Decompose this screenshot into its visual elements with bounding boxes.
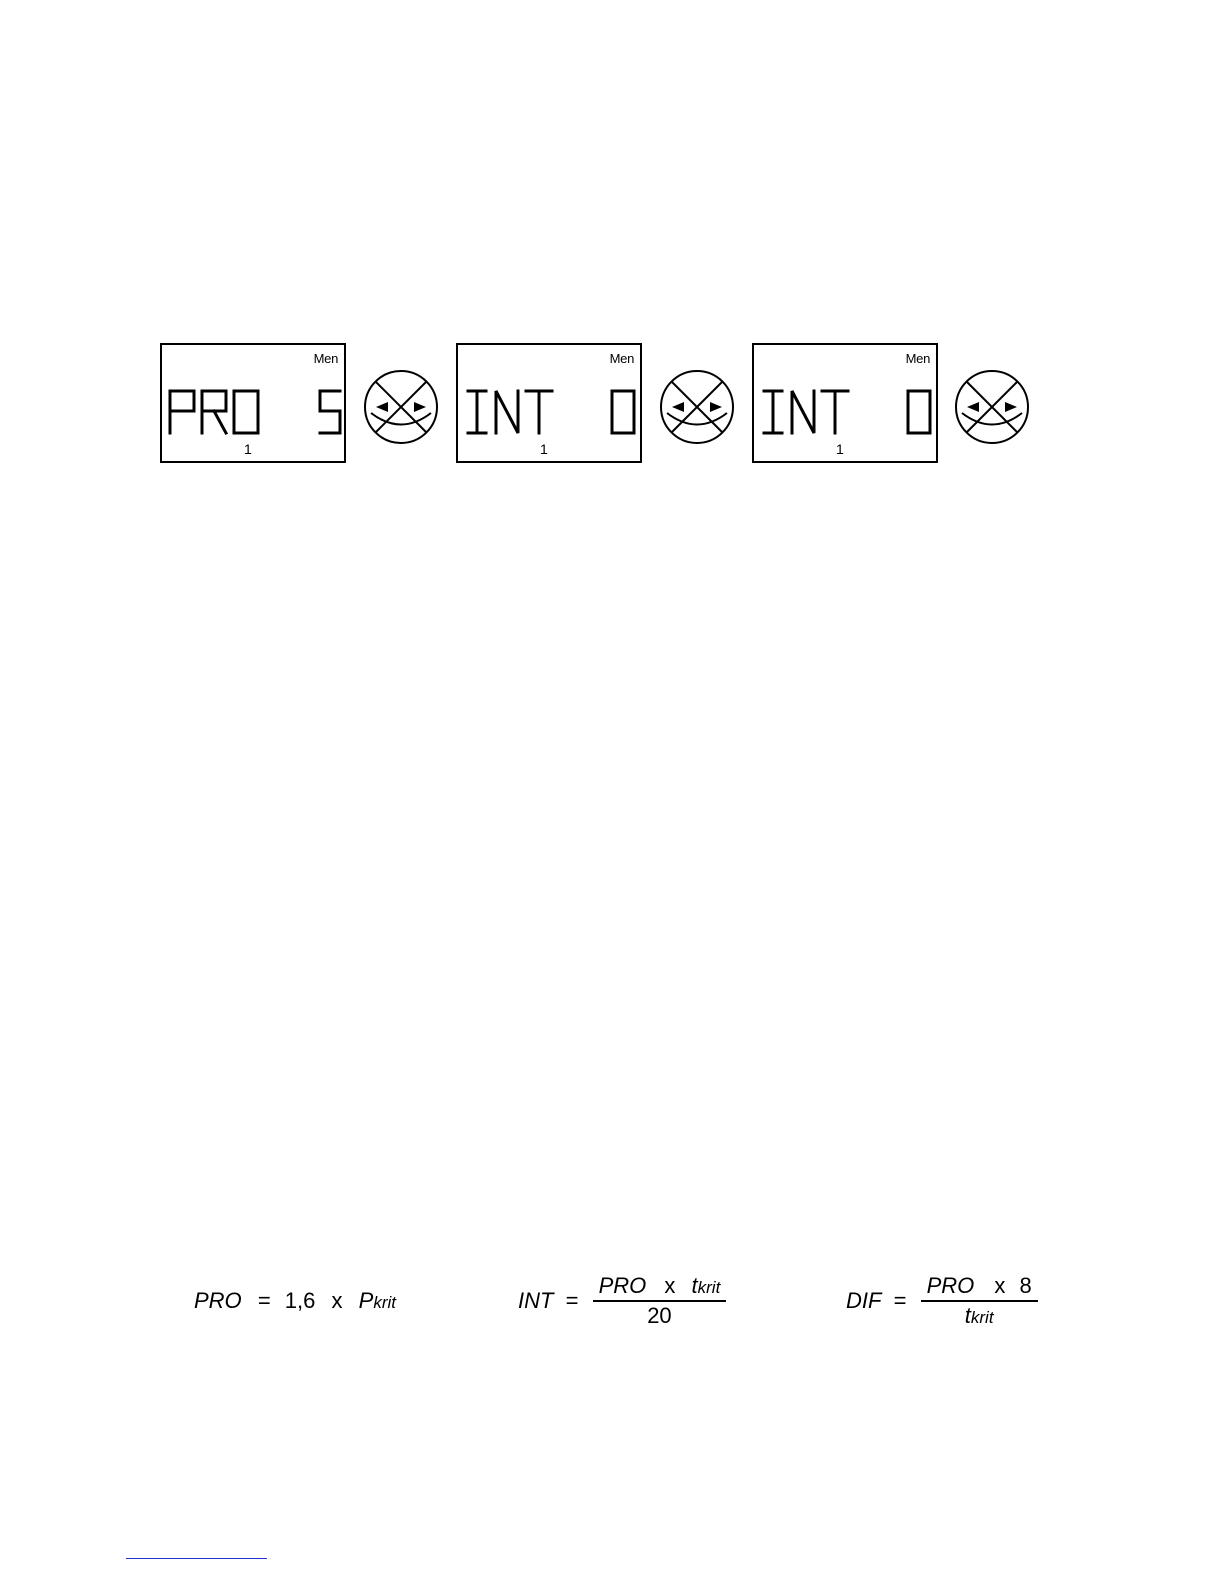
channel-number: 1 <box>540 441 548 457</box>
formula-int: INT = PRO x tkrit 20 <box>518 1275 726 1327</box>
formula-pro: PRO = 1,6 x Pkrit <box>194 1290 396 1312</box>
numerator: PRO x 8 <box>921 1275 1038 1302</box>
footnote-separator <box>126 1558 267 1559</box>
numerator-term: PRO <box>599 1273 647 1298</box>
channel-number: 1 <box>244 441 252 457</box>
numerator-term: PRO <box>927 1273 975 1298</box>
variable: P <box>359 1288 374 1313</box>
times-sign: x <box>332 1288 343 1313</box>
formula-lhs: PRO <box>194 1288 242 1313</box>
formula-lhs: INT <box>518 1288 553 1313</box>
navigation-pad-icon[interactable] <box>658 368 736 446</box>
numerator-subscript: krit <box>698 1278 721 1297</box>
segment-readout <box>754 345 940 465</box>
lcd-display-int: Men 1 <box>752 343 938 463</box>
fraction: PRO x 8 tkrit <box>921 1275 1038 1327</box>
equals-sign: = <box>566 1288 579 1313</box>
denominator: 20 <box>593 1302 727 1327</box>
fraction: PRO x tkrit 20 <box>593 1275 727 1327</box>
variable-subscript: krit <box>373 1293 396 1312</box>
segment-readout <box>162 345 348 465</box>
numerator: PRO x tkrit <box>593 1275 727 1302</box>
denominator-subscript: krit <box>971 1308 994 1327</box>
times-sign: x <box>664 1273 675 1298</box>
lcd-display-int: Men 1 <box>456 343 642 463</box>
segment-readout <box>458 345 644 465</box>
numerator-term: 8 <box>1020 1273 1032 1298</box>
denominator: tkrit <box>921 1302 1038 1327</box>
channel-number: 1 <box>836 441 844 457</box>
navigation-pad-icon[interactable] <box>953 368 1031 446</box>
factor: 1,6 <box>285 1288 316 1313</box>
times-sign: x <box>994 1273 1005 1298</box>
formula-dif: DIF = PRO x 8 tkrit <box>846 1275 1038 1327</box>
equals-sign: = <box>258 1288 271 1313</box>
equals-sign: = <box>894 1288 907 1313</box>
formula-lhs: DIF <box>846 1288 881 1313</box>
lcd-display-pro: Men 1 <box>160 343 346 463</box>
navigation-pad-icon[interactable] <box>362 368 440 446</box>
